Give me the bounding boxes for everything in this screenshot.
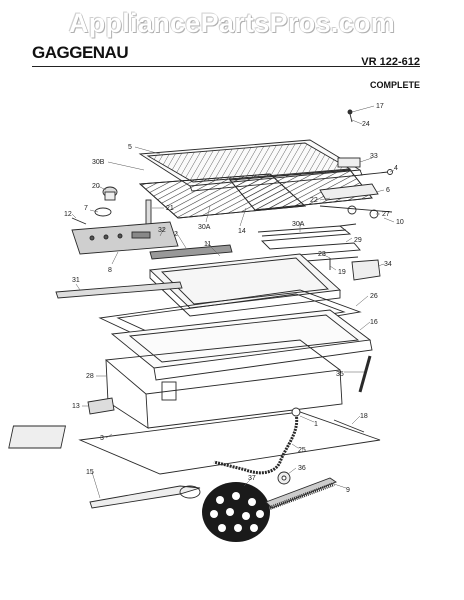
callout-17: 17 bbox=[376, 103, 384, 110]
callout-23: 23 bbox=[318, 251, 326, 258]
callout-36: 36 bbox=[298, 465, 306, 472]
callout-28: 28 bbox=[86, 373, 94, 380]
side-rail bbox=[55, 281, 183, 299]
callout-16: 16 bbox=[370, 319, 378, 326]
callout-1: 1 bbox=[314, 421, 318, 428]
callout-15: 15 bbox=[86, 469, 94, 476]
model-number: VR 122-612 bbox=[361, 56, 420, 68]
control-panel bbox=[71, 221, 179, 255]
lava-rocks bbox=[202, 482, 270, 542]
callout-19: 19 bbox=[338, 269, 346, 276]
callout-35: 35 bbox=[336, 371, 344, 378]
brand-logo: GAGGENAU bbox=[32, 43, 129, 62]
callout-2: 2 bbox=[174, 231, 178, 238]
callout-20: 20 bbox=[92, 183, 100, 190]
flex-hose bbox=[213, 407, 301, 475]
mounting-clip bbox=[87, 397, 115, 415]
callout-26: 26 bbox=[370, 293, 378, 300]
cleaning-brush bbox=[265, 477, 337, 510]
callout-32: 32 bbox=[158, 227, 166, 234]
callout-27: 27 bbox=[382, 211, 390, 218]
sensor-bracket bbox=[329, 258, 381, 281]
callout-25: 25 bbox=[298, 447, 306, 454]
callout-33: 33 bbox=[370, 153, 378, 160]
callout-31: 31 bbox=[72, 277, 80, 284]
callout-30a-left: 30A bbox=[198, 224, 211, 231]
callout-14: 14 bbox=[238, 228, 246, 235]
callout-30b: 30B bbox=[92, 159, 105, 166]
callout-21: 21 bbox=[166, 205, 174, 212]
callout-6: 6 bbox=[386, 187, 390, 194]
assembly-label: COMPLETE bbox=[369, 80, 420, 90]
callout-18: 18 bbox=[360, 413, 368, 420]
callout-30a-right: 30A bbox=[292, 221, 305, 228]
callout-12: 12 bbox=[64, 211, 72, 218]
callout-37: 37 bbox=[248, 475, 256, 482]
control-knob bbox=[71, 186, 118, 225]
grill-grid-right bbox=[229, 169, 373, 211]
callout-8: 8 bbox=[108, 267, 112, 274]
header-rule bbox=[32, 66, 420, 67]
callout-24: 24 bbox=[362, 121, 370, 128]
screw bbox=[347, 109, 353, 123]
callout-10: 10 bbox=[396, 219, 404, 226]
callout-22: 22 bbox=[310, 197, 318, 204]
bracket-and-pins bbox=[319, 157, 393, 219]
housing-top bbox=[110, 309, 373, 381]
callout-3: 3 bbox=[100, 435, 104, 442]
trim-strip bbox=[149, 244, 233, 260]
tongs bbox=[89, 485, 201, 509]
callout-34: 34 bbox=[384, 261, 392, 268]
callout-11: 11 bbox=[204, 241, 211, 248]
probe-wire bbox=[333, 419, 365, 433]
housing-box bbox=[104, 339, 343, 429]
callout-13: 13 bbox=[72, 403, 80, 410]
support-rod bbox=[358, 355, 372, 393]
callout-29: 29 bbox=[354, 237, 362, 244]
callout-4: 4 bbox=[394, 165, 398, 172]
watermark: AppliancePartsPros.com bbox=[68, 8, 396, 38]
nut bbox=[277, 471, 291, 485]
base-plate bbox=[8, 411, 381, 475]
callout-5: 5 bbox=[128, 144, 132, 151]
callout-7: 7 bbox=[84, 205, 88, 212]
callout-9: 9 bbox=[346, 487, 350, 494]
